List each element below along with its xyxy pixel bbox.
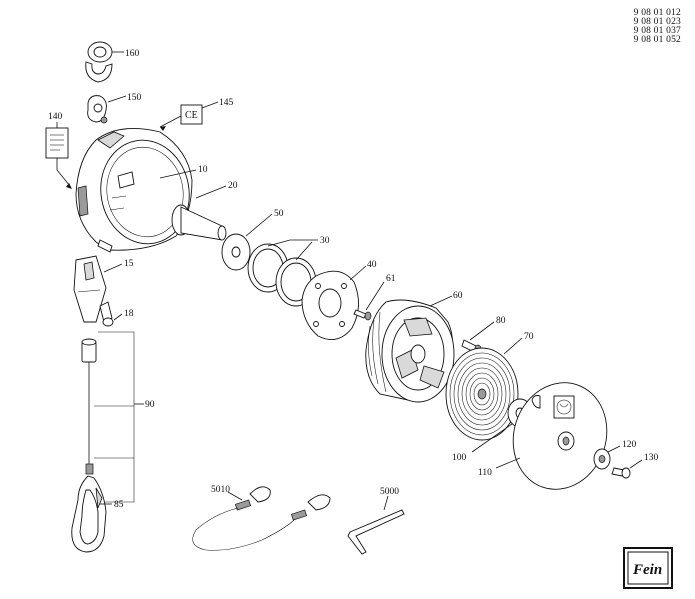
part-drum-60: 60 [365, 291, 463, 403]
callout-110: 110 [478, 468, 492, 478]
part-number: 9 08 01 037 [633, 26, 681, 36]
callout-80: 80 [496, 316, 506, 326]
part-flange-40: 40 [301, 260, 377, 341]
callout-60: 60 [453, 291, 463, 301]
callout-10: 10 [198, 165, 208, 175]
callout-5000: 5000 [380, 487, 399, 497]
callout-85: 85 [114, 500, 124, 510]
part-instruction-sheet-140: 140 [45, 112, 72, 189]
callout-100: 100 [452, 453, 467, 463]
part-screw-130: 130 [611, 453, 659, 479]
callout-120: 120 [622, 440, 637, 450]
part-washer-120: 120 [593, 440, 637, 470]
part-pin-80: 80 [461, 316, 506, 354]
callout-160: 160 [125, 49, 140, 59]
callout-5010: 5010 [211, 485, 230, 495]
part-number: 9 08 01 012 [633, 8, 681, 18]
part-number: 9 08 01 052 [633, 35, 681, 45]
logo-text: Fein [632, 562, 662, 578]
callout-90: 90 [145, 400, 155, 410]
callout-50: 50 [274, 209, 284, 219]
part-hex-key-5000: 5000 [347, 487, 405, 555]
callout-18: 18 [124, 309, 134, 319]
part-cable-stop-15: 15 [73, 255, 134, 323]
callout-15: 15 [124, 259, 134, 269]
part-snap-hook-85: 85 [71, 475, 124, 553]
part-shaft-20: 20 [171, 181, 238, 241]
part-housing-10: 10 [75, 127, 208, 253]
part-cable-assembly-5010: 5010 [192, 485, 331, 551]
ce-mark: CE [185, 110, 198, 121]
callout-130: 130 [644, 453, 659, 463]
callout-150: 150 [127, 93, 142, 103]
callout-20: 20 [228, 181, 238, 191]
part-cover-110: 110 [478, 382, 608, 490]
callout-40: 40 [367, 260, 377, 270]
part-wire-rope-90: 90 [81, 331, 155, 503]
part-screw-61: 61 [353, 274, 396, 321]
part-washer-50: 50 [221, 209, 284, 271]
callout-30: 30 [320, 236, 330, 246]
callout-145: 145 [219, 98, 234, 108]
callout-140: 140 [48, 112, 63, 122]
part-spring-70: 70 [445, 332, 534, 441]
callout-70: 70 [524, 332, 534, 342]
part-swivel-eye-160: 160 [85, 41, 140, 83]
fein-logo: Fein [623, 547, 673, 589]
part-screw-18: 18 [99, 301, 134, 327]
part-shackle-150: 150 [87, 93, 142, 124]
part-ce-label-145: CE 145 [159, 98, 234, 131]
part-number: 9 08 01 023 [633, 17, 681, 27]
callout-61: 61 [386, 274, 396, 284]
